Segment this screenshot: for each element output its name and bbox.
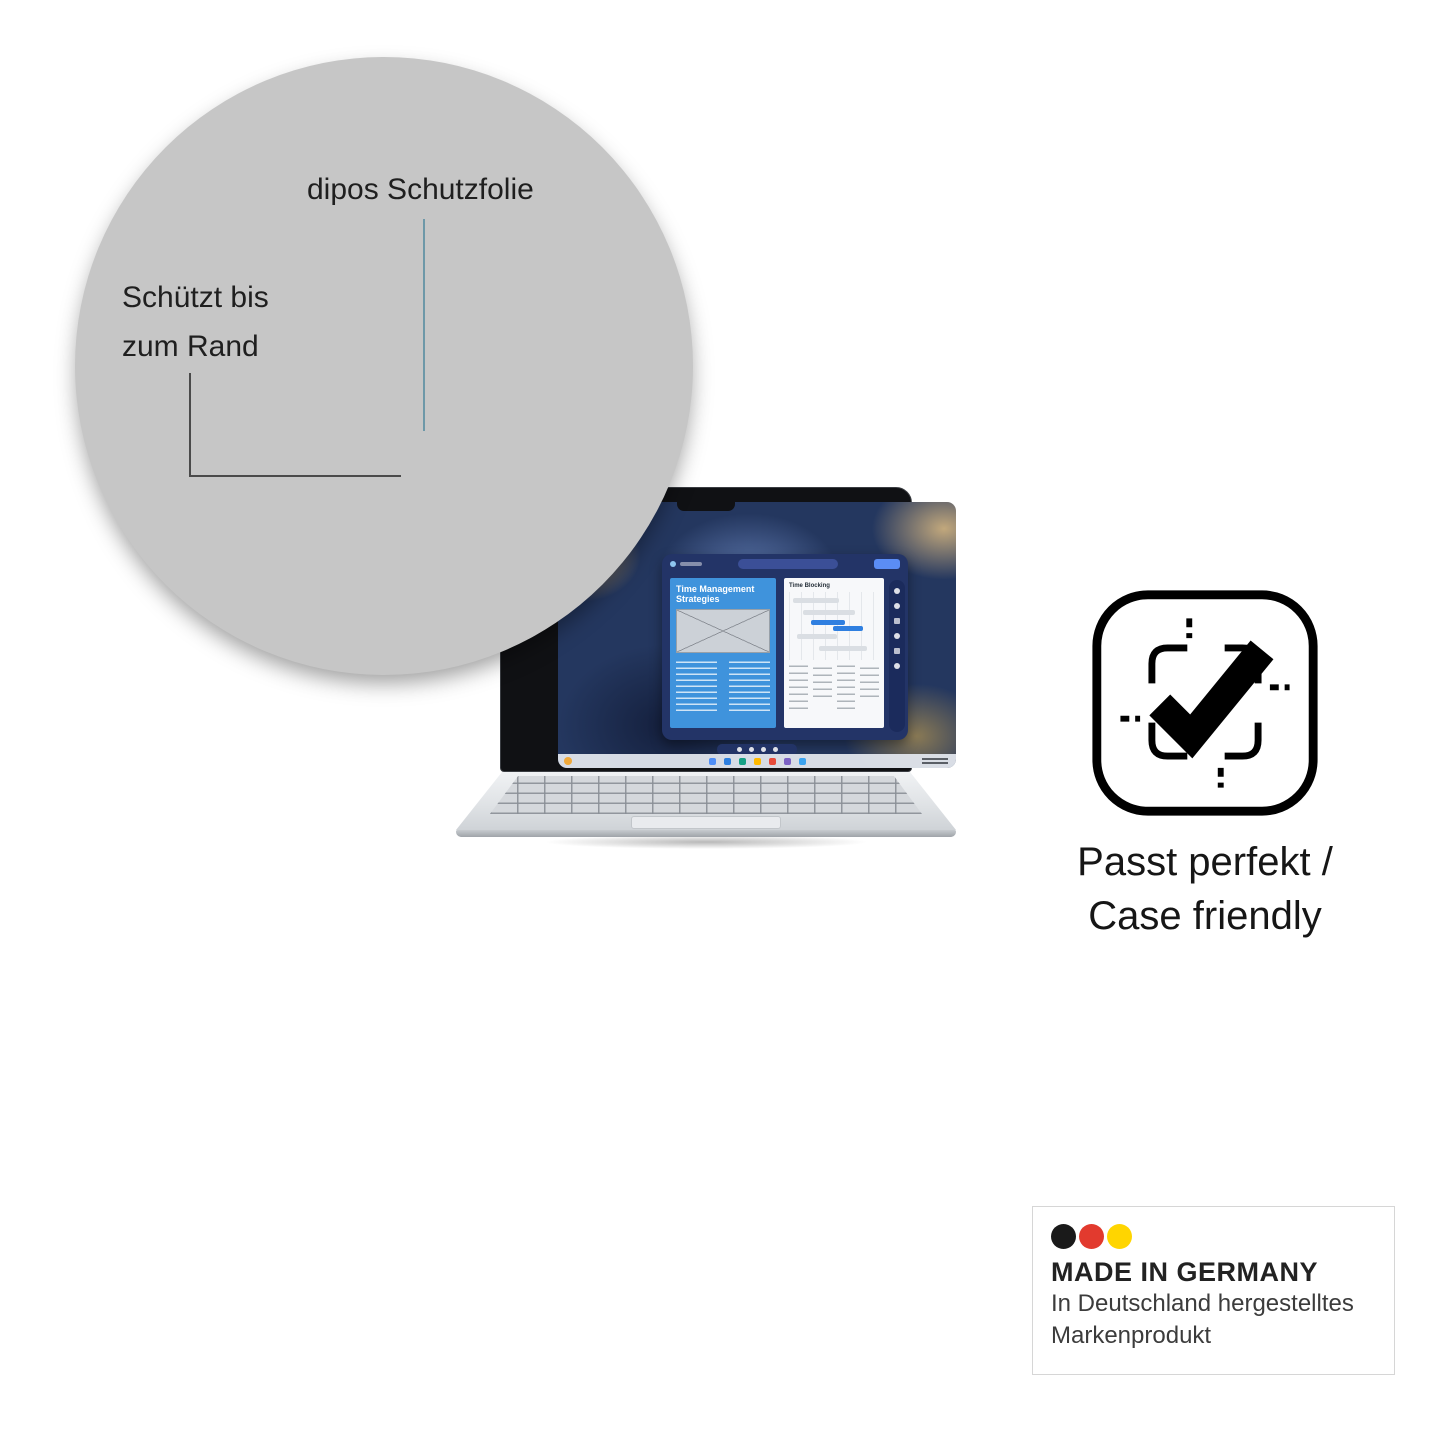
made-in-germany-line2: Markenprodukt [1051, 1322, 1212, 1349]
app-title-placeholder [680, 562, 702, 566]
gantt-chart [789, 592, 879, 660]
zoom-icon [760, 747, 766, 752]
chart-page-white: Time Blocking [784, 578, 884, 728]
app-logo-icon [670, 561, 676, 567]
slide-title: Time Management Strategies [676, 584, 755, 604]
app-search-pill [738, 559, 838, 569]
app-icon [783, 757, 791, 765]
gantt-bar [803, 610, 855, 615]
options-icon [772, 747, 778, 752]
pencil-tool-icon [894, 603, 900, 609]
callout-bracket-horizontal [189, 475, 401, 477]
flag-dot-red-icon [1079, 1224, 1104, 1249]
made-in-germany-title: MADE IN GERMANY [1051, 1257, 1319, 1287]
mini-table [789, 665, 879, 709]
made-in-germany-line1: In Deutschland hergestelltes [1051, 1290, 1354, 1317]
gantt-bar-highlight [833, 626, 863, 631]
table-column [860, 665, 879, 697]
badge-title: dipos Schutzfolie [307, 173, 534, 206]
floating-toolbar [717, 744, 797, 755]
system-tray-clock [922, 758, 948, 764]
start-icon [708, 757, 716, 765]
laptop-keyboard [490, 776, 922, 814]
badge-subtitle: Schützt bis zum Rand [122, 273, 269, 371]
callout-bracket-vertical [189, 373, 191, 477]
app-share-button [874, 559, 900, 569]
flag-dot-black-icon [1051, 1224, 1076, 1249]
fit-feature: Passt perfekt / Case friendly [1040, 585, 1370, 943]
undo-icon [736, 747, 742, 752]
weather-widget-icon [564, 757, 572, 765]
laptop-image: Time Management Strategies Time Blocking [450, 480, 962, 860]
app-icon [798, 757, 806, 765]
webcam-notch [677, 501, 735, 511]
laptop-screen-bezel: Time Management Strategies Time Blocking [500, 487, 956, 772]
editing-toolbar [889, 580, 905, 732]
taskbar [558, 754, 956, 768]
image-placeholder-icon [676, 609, 770, 653]
search-icon [723, 757, 731, 765]
app-icon [738, 757, 746, 765]
chart-page-title: Time Blocking [789, 583, 830, 589]
pen-tool-icon [894, 588, 900, 594]
slide-page-blue: Time Management Strategies [670, 578, 776, 728]
callout-line-vertical [423, 219, 425, 431]
laptop-shadow [476, 832, 936, 852]
laptop-wallpaper: Time Management Strategies Time Blocking [558, 502, 956, 768]
app-icon [768, 757, 776, 765]
layout-tool-icon [894, 648, 900, 654]
gantt-bar [793, 598, 839, 603]
laptop-front-edge [456, 830, 956, 837]
german-flag-dots-icon [1051, 1224, 1376, 1249]
gantt-bar [797, 634, 837, 639]
table-column [836, 665, 856, 709]
table-column [789, 665, 808, 709]
badge-subtitle-line2: zum Rand [122, 330, 259, 363]
case-friendly-check-icon [1092, 590, 1318, 816]
fit-feature-line2: Case friendly [1088, 894, 1322, 938]
laptop-trackpad [631, 816, 781, 829]
slide-text-lines [676, 659, 770, 711]
made-in-germany-badge: MADE IN GERMANY In Deutschland hergestel… [1032, 1206, 1395, 1375]
shape-tool-icon [894, 618, 900, 624]
fit-feature-text: Passt perfekt / Case friendly [1040, 835, 1370, 943]
text-tool-icon [894, 633, 900, 639]
flag-dot-gold-icon [1107, 1224, 1132, 1249]
more-tools-icon [894, 663, 900, 669]
app-icon [753, 757, 761, 765]
app-window-topbar [662, 554, 908, 574]
redo-icon [748, 747, 754, 752]
circle-badge: dipos Schutzfolie Schützt bis zum Rand [75, 57, 693, 675]
document-pages: Time Management Strategies Time Blocking [670, 578, 884, 728]
table-column [812, 665, 832, 697]
presentation-app-window: Time Management Strategies Time Blocking [662, 554, 908, 740]
gantt-bar-highlight [811, 620, 845, 625]
fit-feature-line1: Passt perfekt / [1077, 840, 1333, 884]
gantt-bar [819, 646, 867, 651]
badge-subtitle-line1: Schützt bis [122, 281, 269, 314]
